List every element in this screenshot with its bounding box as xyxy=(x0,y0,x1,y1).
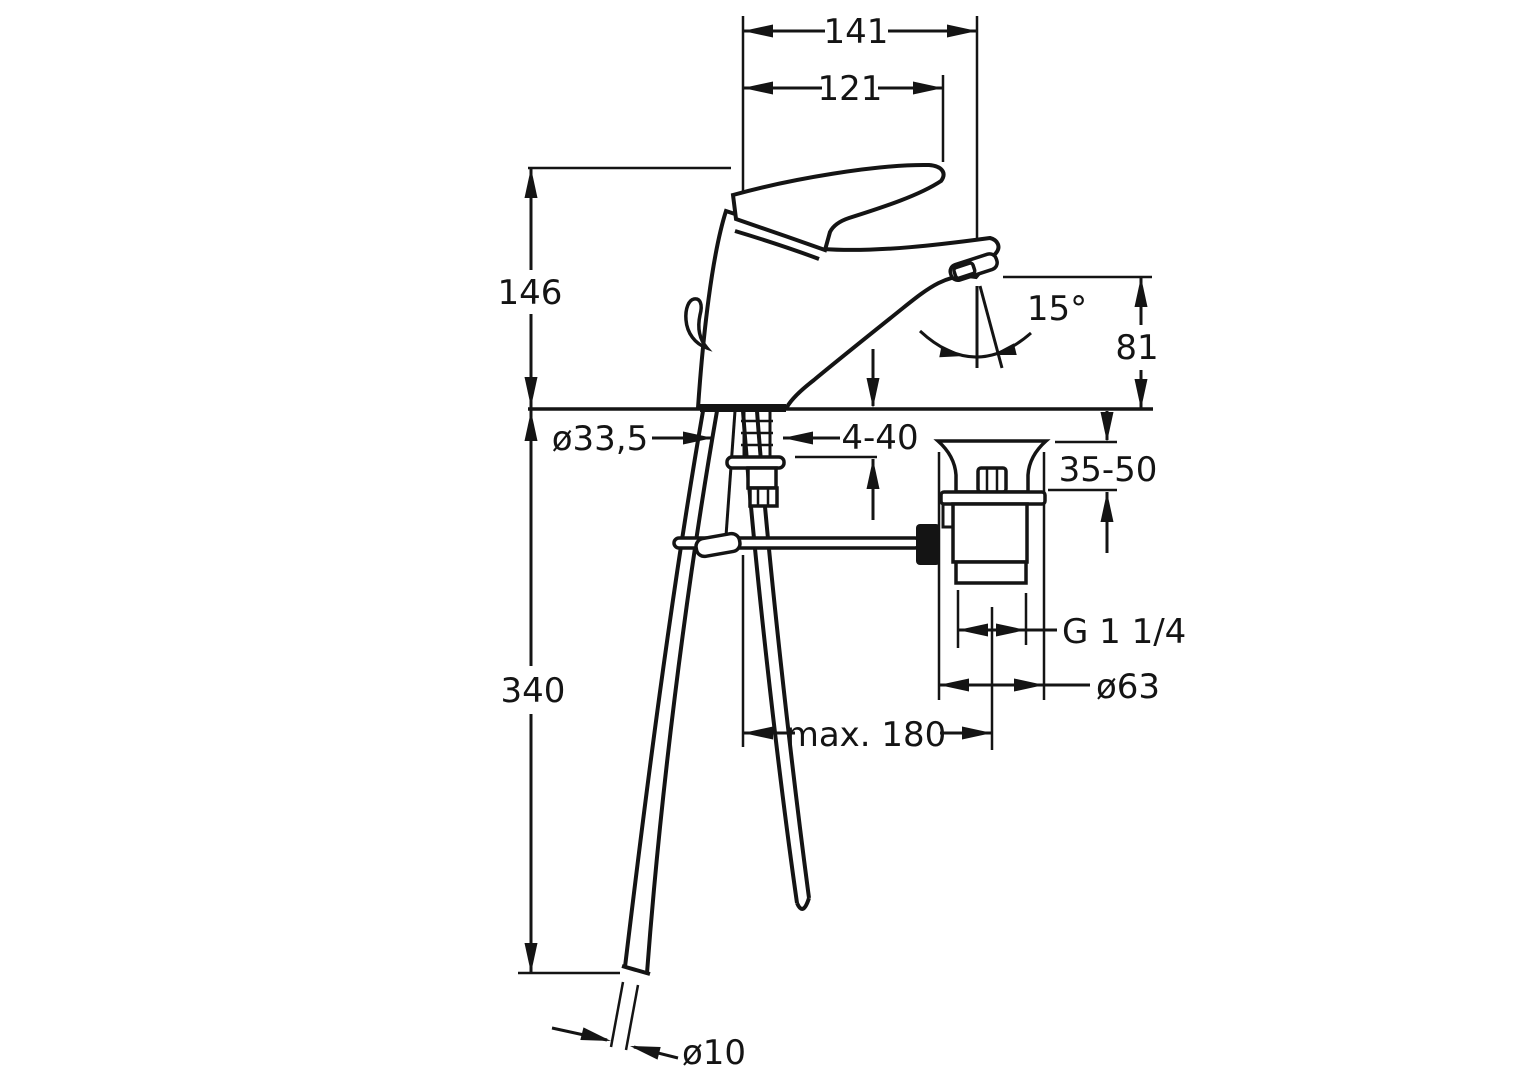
base-gasket xyxy=(700,404,786,412)
dimension-labels: 141 121 146 15° 81 ø33,5 4-40 35-50 340 … xyxy=(498,12,1187,1073)
faucet-lever-handle xyxy=(730,162,946,253)
waste-lower-flange xyxy=(939,490,1047,506)
waste-plug-detail xyxy=(976,466,1008,494)
angle-arc xyxy=(918,329,1032,359)
dim-label-hose-end-diameter: ø10 xyxy=(682,1033,746,1073)
pull-rod xyxy=(724,410,737,537)
dim-label-waste-clamping-range: 35-50 xyxy=(1059,450,1158,490)
waste-overflow-notch xyxy=(941,504,953,529)
hose-dia-tick xyxy=(624,984,640,1051)
mounting-nut-upper xyxy=(746,466,778,490)
dim-label-hose-drop-length: 340 xyxy=(501,671,566,711)
mounting-shank xyxy=(725,411,786,508)
dim-label-spout-projection: 121 xyxy=(818,69,883,109)
dim-label-mounting-hole-diameter: ø33,5 xyxy=(552,419,649,459)
cartridge-cap-line xyxy=(734,229,820,261)
waste-body xyxy=(951,502,1029,564)
faucet xyxy=(684,162,1001,508)
faucet-body-and-spout xyxy=(695,208,1001,411)
dim-label-body-height: 146 xyxy=(498,273,563,313)
supply-hoses xyxy=(621,410,811,976)
waste-tailpiece xyxy=(954,560,1028,585)
drain-assembly xyxy=(916,439,1051,585)
hose-dia-tick xyxy=(609,981,625,1048)
dim-label-spout-outlet-height: 81 xyxy=(1115,328,1158,368)
dim-label-popup-rod-reach: max. 180 xyxy=(786,715,947,755)
dimension-arrowheads xyxy=(524,24,1148,1060)
extension-lines xyxy=(518,16,1152,1051)
dim-label-waste-flange-diameter: ø63 xyxy=(1096,667,1160,707)
mounting-nut-lower xyxy=(748,486,779,508)
popup-knob xyxy=(684,297,713,352)
rod-clamp-block xyxy=(916,524,940,565)
hose-end-face xyxy=(621,964,651,976)
dim-label-deck-thickness-range: 4-40 xyxy=(841,418,918,458)
dim-label-waste-thread-size: G 1 1/4 xyxy=(1062,612,1186,652)
dim-label-overall-projection: 141 xyxy=(824,12,889,52)
aerator xyxy=(948,252,999,283)
hose-tip xyxy=(795,897,811,911)
dim-label-aerator-angle: 15° xyxy=(1027,289,1087,329)
rod-joint-sleeve xyxy=(694,531,742,559)
